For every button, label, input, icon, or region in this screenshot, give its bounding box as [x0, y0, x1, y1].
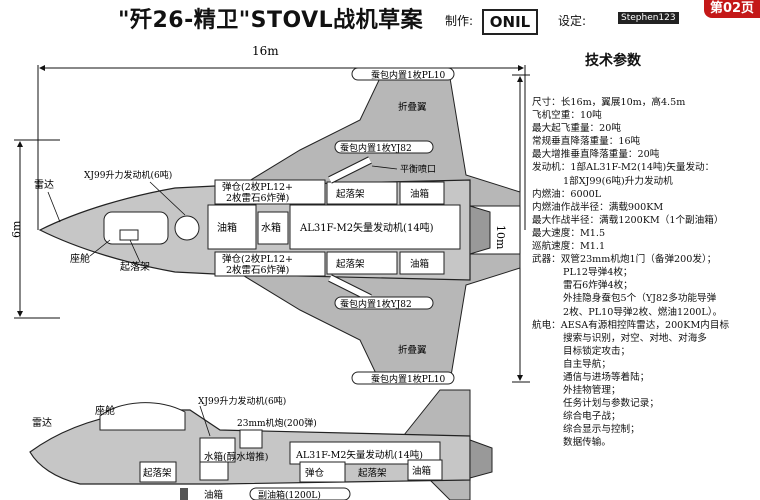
main-engine-label-side: AL31F-M2矢量发动机(14吨): [295, 449, 423, 461]
spec-line: 搜索与识别，对空、对地、对海多: [563, 332, 707, 344]
spec-line: 巡航速度：M1.1: [532, 241, 606, 253]
weapons-bay-lower-label: 弹仓(2枚PL12+2枚雷石6炸弹): [222, 253, 293, 276]
main-engine-label: AL31F-M2矢量发动机(14吨): [299, 221, 434, 234]
spec-line: 最大作战半径：满载1200KM（1个副油箱）: [532, 214, 724, 226]
spec-line: 2枚、PL10导弹2枚、燃油1200L）。: [563, 306, 723, 318]
balance-nozzle-label: 平衡喷口: [400, 163, 436, 175]
spec-line: 最大增推垂直降落重量：20吨: [532, 149, 660, 161]
spec-line: 外挂隐身蚕包5个（YJ82多功能导弹: [563, 293, 717, 305]
fuel-tank-lower-label: 油箱: [410, 258, 429, 270]
spec-line: 通信与进场等着陆；: [563, 371, 650, 383]
pod-yj82-top-label: 蚕包内置1枚YJ82: [340, 142, 412, 154]
spec-line: 雷石6炸弹4枚；: [563, 280, 633, 292]
cockpit-label-top: 座舱: [70, 252, 90, 265]
nose-gear-label: 起落架: [120, 261, 150, 273]
spec-line: 最大起飞重量：20吨: [532, 123, 621, 135]
pod-yj82-bottom-label: 蚕包内置1枚YJ82: [340, 298, 412, 310]
span-label: 10m: [494, 225, 507, 250]
height-label: 6m: [10, 220, 23, 238]
spec-line: 数据传输。: [563, 437, 611, 449]
length-label: 16m: [252, 44, 279, 58]
landing-gear-upper-label: 起落架: [336, 188, 365, 200]
pod-top-label: 蚕包内置1枚PL10: [371, 69, 445, 81]
span-dimension: [512, 74, 530, 383]
lift-engine-label-side: XJ99升力发动机(6吨): [198, 395, 286, 407]
spec-title: 技术参数: [585, 53, 641, 69]
radar-label-top: 雷达: [34, 179, 54, 191]
spec-list: 尺寸：长16m，翼展10m，高4.5m 飞机空重：10吨最大起飞重量：20吨常规垂…: [532, 96, 758, 450]
made-by-label: 制作:: [445, 14, 474, 28]
spec-line: PL12导弹4枚；: [563, 267, 633, 279]
spec-line: 最大速度：M1.5: [532, 227, 606, 239]
spec-line: 综合显示与控制；: [563, 424, 640, 436]
fuel-tank-label-side: 油箱: [412, 465, 431, 477]
spec-line: 外挂物管理；: [563, 385, 621, 397]
radar-label-side: 雷达: [32, 417, 52, 429]
fuel-tank-upper-label: 油箱: [410, 188, 429, 200]
spec-line: 内燃油作战半径：满载900KM: [532, 201, 664, 213]
onil-logo: ONIL: [482, 9, 538, 35]
spec-line: 任务计划与参数记录；: [563, 398, 659, 410]
landing-gear-lower-label: 起落架: [336, 258, 365, 270]
bay-label-side: 弹仓: [305, 467, 325, 479]
spec-line: 发动机：1部AL31F-M2(14吨)矢量发动：: [532, 162, 715, 174]
pod-bottom-label: 蚕包内置1枚PL10: [371, 373, 445, 385]
top-view: [38, 67, 521, 385]
side-view: [29, 389, 493, 500]
water-tank-label: 水箱: [261, 221, 281, 234]
cockpit-label-side: 座舱: [95, 404, 115, 417]
folding-wing-bottom-label: 折叠翼: [398, 344, 427, 356]
spec-line: 飞机空重：10吨: [532, 110, 602, 122]
designer-label: 设定:: [558, 14, 587, 28]
spec-line: 常规垂直降落重量：16吨: [532, 136, 641, 148]
spec-line: 内燃油：6000L: [532, 188, 602, 200]
spec-line: 目标锁定攻击；: [563, 345, 631, 357]
spec-line: 自主导航；: [563, 358, 611, 370]
spec-line: 航电：AESA有源相控阵雷达，200KM内目标: [532, 319, 730, 331]
lift-engine-label: XJ99升力发动机(6吨): [84, 169, 172, 181]
height-dimension: [14, 139, 60, 319]
page-number-badge: 第02页: [704, 0, 760, 18]
spec-line: 综合电子战；: [563, 411, 621, 423]
water-tank-label-side: 水箱(醇水增推): [204, 451, 268, 463]
spec-line: 尺寸：长16m，翼展10m，高4.5m: [532, 97, 686, 108]
fuel-tank-left-label: 油箱: [217, 221, 237, 234]
landing-gear-mid-label: 起落架: [358, 467, 387, 479]
spec-line: 武器：双管23mm机炮1门（备弹200发）；: [532, 254, 717, 266]
page-title: "歼26-精卫"STOVL战机草案: [118, 8, 424, 33]
fuel-tank-low-label: 油箱: [204, 489, 223, 500]
cannon-label: 23mm机炮(200弹): [237, 417, 317, 429]
landing-gear-left-label: 起落架: [143, 467, 172, 479]
spec-line: 1部XJ99(6吨)升力发动机: [563, 175, 673, 187]
folding-wing-top-label: 折叠翼: [398, 101, 427, 113]
sub-fuel-label: 副油箱(1200L): [258, 489, 321, 500]
weapons-bay-upper-label: 弹仓(2枚PL12+2枚雷石6炸弹): [222, 181, 293, 204]
designer-logo: Stephen123: [618, 12, 679, 24]
